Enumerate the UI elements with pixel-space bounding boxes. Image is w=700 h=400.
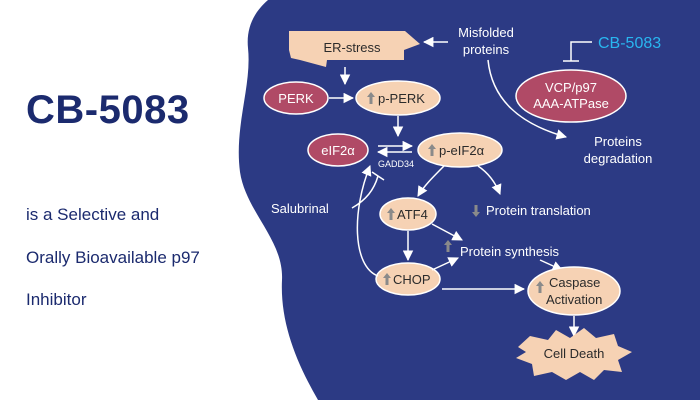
er-stress-label: ER-stress <box>323 40 381 55</box>
inhibitor-bar <box>563 41 592 62</box>
vcp-p97-node <box>515 69 627 123</box>
cell-death-label: Cell Death <box>544 346 605 361</box>
protein-synthesis-label: Protein synthesis <box>460 244 559 259</box>
up-arrow-icon <box>536 281 544 293</box>
arrow-atf4-to-synthesis <box>431 223 463 241</box>
atf4-label: ATF4 <box>397 207 428 222</box>
er-stress-shape <box>289 31 420 67</box>
arrow-p-eif2a-to-translation <box>477 165 502 195</box>
p-eif2a-label: p-eIF2α <box>439 143 485 158</box>
up-arrow-icon <box>428 144 436 156</box>
chop-label: CHOP <box>393 272 431 287</box>
perk-label: PERK <box>278 91 314 106</box>
misfolded-label-line2: proteins <box>463 42 510 57</box>
misfolded-label-line1: Misfolded <box>458 25 514 40</box>
arrow-p-eif2a-to-atf4 <box>417 165 445 197</box>
p-perk-node <box>355 80 441 116</box>
cell-death-burst <box>516 328 632 380</box>
arrow-chop-feedback <box>356 165 379 277</box>
atf4-node <box>379 197 437 231</box>
chop-node <box>375 262 441 296</box>
up-arrow-icon <box>367 92 375 104</box>
arrow-misfolded-to-degradation <box>487 59 568 140</box>
perk-node <box>263 81 329 115</box>
subtitle-line-2: Orally Bioavailable p97 <box>26 248 200 267</box>
gadd34-label: GADD34 <box>378 159 414 169</box>
degradation-label-line2: degradation <box>584 151 653 166</box>
up-arrow-icon <box>387 208 395 220</box>
inhibitor-label: CB-5083 <box>598 35 661 52</box>
caspase-node <box>527 266 621 316</box>
vcp-label-line2: AAA-ATPase <box>533 96 609 111</box>
salubrinal-inhibition <box>351 171 385 209</box>
eif2a-node <box>307 133 369 167</box>
vcp-label-line1: VCP/p97 <box>545 80 597 95</box>
down-arrow-icon <box>472 205 480 217</box>
subtitle-line-1: is a Selective and <box>26 205 160 224</box>
caspase-label-line2: Activation <box>546 292 602 307</box>
subtitle-line-3: Inhibitor <box>26 290 87 309</box>
p-perk-label: p-PERK <box>378 91 425 106</box>
up-arrow-icon <box>383 273 391 285</box>
headline: CB-5083 <box>26 88 190 132</box>
salubrinal-label: Salubrinal <box>271 201 329 216</box>
arrow-chop-to-synthesis <box>431 257 459 271</box>
p-eif2a-node <box>417 132 503 168</box>
protein-translation-label: Protein translation <box>486 203 591 218</box>
eif2a-label: eIF2α <box>321 143 355 158</box>
caspase-label-line1: Caspase <box>549 275 600 290</box>
degradation-label-line1: Proteins <box>594 134 642 149</box>
up-arrow-icon <box>444 240 452 252</box>
